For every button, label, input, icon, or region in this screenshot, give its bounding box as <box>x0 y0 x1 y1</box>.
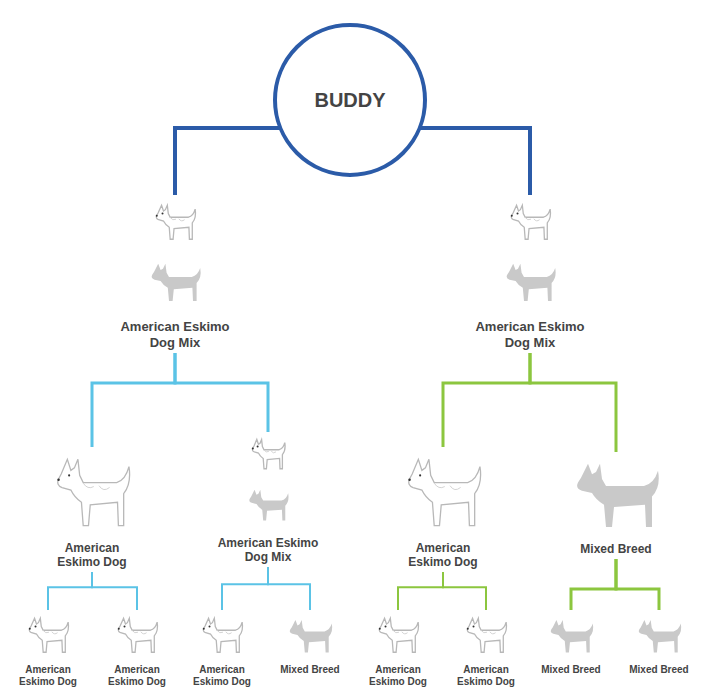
lineage-connector <box>92 353 175 447</box>
breed-label: Mixed Breed <box>566 542 666 556</box>
breed-label: American Eskimo Dog <box>97 664 177 688</box>
dog-icon <box>180 610 264 660</box>
pedigree-entry: American Eskimo Dog <box>6 610 90 690</box>
dog-icon <box>529 610 613 660</box>
pedigree-entry: Mixed Breed <box>564 452 668 559</box>
lineage-connector <box>443 353 530 447</box>
pedigree-entry: American Eskimo Dog <box>180 610 264 690</box>
breed-label: American Eskimo Dog <box>42 541 142 570</box>
lineage-connector <box>48 572 92 610</box>
breed-label: Mixed Breed <box>619 664 699 676</box>
breed-label: Mixed Breed <box>531 664 611 676</box>
pedigree-entry: American Eskimo Dog <box>95 610 179 690</box>
pedigree-entry: Mixed Breed <box>529 610 613 678</box>
dog-icon <box>444 610 528 660</box>
pedigree-entry: Mixed Breed <box>617 610 701 678</box>
lineage-connector <box>222 567 268 610</box>
dog-icon <box>356 610 440 660</box>
pedigree-entry: Mixed Breed <box>268 610 352 678</box>
lineage-connector <box>398 572 443 610</box>
dog-icon <box>214 432 322 532</box>
dog-icon <box>472 195 588 315</box>
pedigree-entry: American Eskimo Dog <box>356 610 440 690</box>
lineage-connector <box>420 128 530 195</box>
breed-label: American Eskimo Dog <box>393 541 493 570</box>
breed-label: American Eskimo Dog <box>182 664 262 688</box>
breed-label: Mixed Breed <box>270 664 350 676</box>
lineage-connector <box>571 559 616 610</box>
breed-label: American Eskimo Dog Mix <box>474 319 586 350</box>
dog-icon <box>617 610 701 660</box>
pedigree-entry: American Eskimo Dog Mix <box>117 195 233 353</box>
dog-icon <box>268 610 352 660</box>
pedigree-entry: American Eskimo Dog Mix <box>214 432 322 567</box>
lineage-connector <box>175 128 280 195</box>
breed-label: American Eskimo Dog Mix <box>119 319 231 350</box>
dog-icon <box>564 452 668 538</box>
pedigree-entry: American Eskimo Dog <box>444 610 528 690</box>
dog-icon <box>6 610 90 660</box>
dog-icon <box>40 447 144 537</box>
lineage-connector <box>175 353 268 432</box>
dog-icon <box>391 447 495 537</box>
name-circle: BUDDY <box>272 22 428 178</box>
pedigree-entry: American Eskimo Dog <box>391 447 495 572</box>
lineage-connector <box>616 559 659 610</box>
lineage-connector <box>443 572 486 610</box>
breed-label: American Eskimo Dog <box>446 664 526 688</box>
lineage-connector <box>268 567 310 610</box>
pedigree-entry: American Eskimo Dog Mix <box>472 195 588 353</box>
pedigree-entry: American Eskimo Dog <box>40 447 144 572</box>
dog-icon <box>95 610 179 660</box>
dog-name: BUDDY <box>272 22 428 178</box>
lineage-connector <box>530 353 616 452</box>
lineage-connector <box>92 572 137 610</box>
breed-label: American Eskimo Dog <box>8 664 88 688</box>
breed-label: American Eskimo Dog Mix <box>216 536 320 565</box>
breed-label: American Eskimo Dog <box>358 664 438 688</box>
dog-icon <box>117 195 233 315</box>
